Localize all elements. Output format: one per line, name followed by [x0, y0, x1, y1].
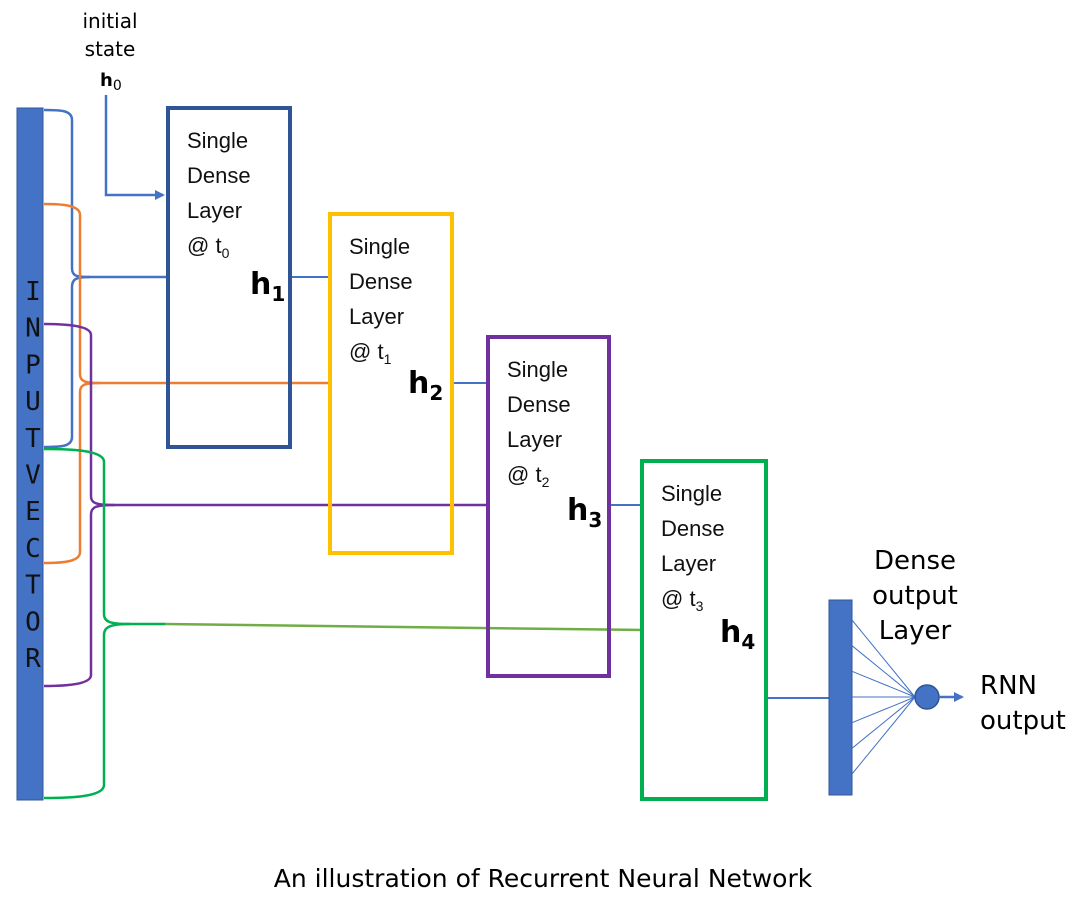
cell-text-line2: Dense: [187, 163, 251, 188]
input-vector-letter: T: [25, 571, 41, 601]
cell-timestep-label: @ t2: [507, 462, 550, 490]
cell-text-line2: Dense: [349, 269, 413, 294]
fan-connection-line: [851, 696, 916, 749]
input-vector-letter: U: [25, 387, 41, 417]
h0-label: h0: [100, 70, 122, 94]
hidden-state-label-h2: h2: [408, 366, 443, 405]
cell-text-line1: Single: [661, 481, 722, 506]
fan-connection-line: [851, 645, 916, 698]
diagram-caption: An illustration of Recurrent Neural Netw…: [274, 864, 813, 893]
cell-text-line3: Layer: [187, 198, 242, 223]
cell-timestep-label: @ t1: [349, 339, 392, 367]
cell-timestep-label: @ t3: [661, 586, 704, 614]
input-connection-purple: [43, 322, 488, 507]
cell-text-line3: Layer: [349, 304, 404, 329]
cell-text-line1: Single: [187, 128, 248, 153]
cell-border: [486, 335, 611, 678]
cell-text-line2: Dense: [507, 392, 571, 417]
input-vector-letter: R: [25, 644, 41, 674]
cell-text-line2: Dense: [661, 516, 725, 541]
dense-output-layer-bar: [828, 599, 853, 796]
rnn-output-line1: RNN: [980, 671, 1037, 701]
cell-text-line3: Layer: [661, 551, 716, 576]
input-connection-orange: [43, 202, 330, 385]
input-connection-orange-bottom: [43, 381, 101, 565]
cell-text-line3: Layer: [507, 427, 562, 452]
cell-border: [328, 212, 454, 555]
fan-connection-line: [851, 696, 916, 724]
input-connection-green-extension: [164, 622, 643, 632]
output-layer-line3: Layer: [879, 616, 952, 646]
fan-connection-line: [851, 619, 916, 698]
input-connection-blue-bottom: [43, 275, 91, 449]
cell-timestep-label: @ t0: [187, 233, 230, 261]
cell-border: [640, 459, 768, 801]
output-layer-line2: output: [872, 581, 958, 611]
initial-state-line2: state: [85, 37, 136, 61]
initial-state-line1: initial: [83, 9, 138, 33]
input-vector-letter: T: [25, 424, 41, 454]
cell-border: [166, 106, 292, 449]
input-vector-letter: V: [25, 461, 41, 491]
fan-connection-line: [851, 670, 916, 698]
input-vector-letter: O: [25, 607, 41, 637]
cell-text-line1: Single: [349, 234, 410, 259]
input-vector-letter: E: [25, 497, 41, 527]
hidden-state-label-h4: h4: [720, 615, 755, 654]
input-vector-letter: P: [25, 350, 41, 380]
input-vector-letter: N: [25, 314, 41, 344]
hidden-state-label-h3: h3: [567, 493, 602, 532]
output-neuron: [914, 684, 940, 710]
fan-connection-line: [851, 696, 916, 775]
input-connection-green: [43, 447, 165, 626]
hidden-state-label-h1: h1: [250, 267, 285, 306]
input-vector-letter: I: [25, 277, 41, 307]
input-vector-letter: C: [25, 534, 41, 564]
input-vector-bar: [16, 107, 44, 801]
output-fan-connections: [851, 619, 916, 775]
dense-output-layer-label: Dense output Layer: [872, 546, 958, 646]
initial-state-label: initial state h0: [83, 9, 138, 94]
initial-state-arrow: [104, 95, 165, 200]
input-connection-green-bottom: [43, 622, 131, 800]
output-layer-line1: Dense: [874, 546, 956, 576]
cell-text-line1: Single: [507, 357, 568, 382]
rnn-output-label: RNN output: [980, 671, 1066, 736]
rnn-output-line2: output: [980, 706, 1066, 736]
input-connection-purple-bottom: [43, 503, 116, 688]
